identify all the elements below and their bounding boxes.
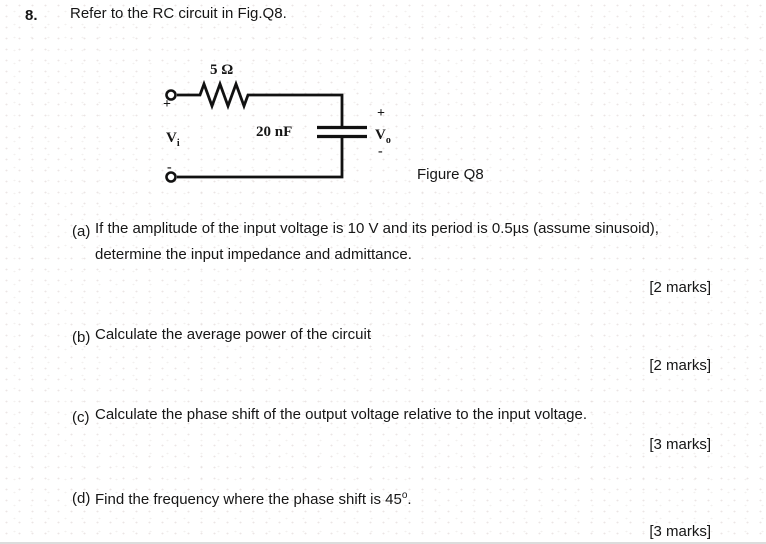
question-number: 8. xyxy=(25,7,38,24)
part-a-line-2: determine the input impedance and admitt… xyxy=(95,246,412,263)
part-d-text-main: Find the frequency where the phase shift… xyxy=(95,491,402,508)
part-d-label: (d) xyxy=(72,490,91,507)
part-a-label: (a) xyxy=(72,223,91,240)
part-d-text-after: . xyxy=(407,491,412,508)
part-a-line-1: If the amplitude of the input voltage is… xyxy=(95,220,659,237)
resistor-top-wire xyxy=(177,79,344,126)
vout-subscript: o xyxy=(385,135,391,146)
part-d-marks: [3 marks] xyxy=(649,523,711,540)
output-voltage-label: Vo xyxy=(375,128,391,148)
part-c-label: (c) xyxy=(72,409,90,426)
vin-base: V xyxy=(166,130,177,146)
input-terminal-bottom xyxy=(165,171,177,183)
part-d-degree-sup: o xyxy=(401,490,408,501)
input-voltage-label: Vi xyxy=(166,131,180,151)
part-c-text: Calculate the phase shift of the output … xyxy=(95,406,587,423)
input-terminal-top xyxy=(165,89,177,101)
part-b-label: (b) xyxy=(72,329,91,346)
part-b-text: Calculate the average power of the circu… xyxy=(95,326,371,343)
output-minus-sign: - xyxy=(378,144,383,159)
vin-subscript: i xyxy=(176,138,180,149)
resistor-value-label: 5 Ω xyxy=(210,62,234,78)
part-d-text: Find the frequency where the phase shift… xyxy=(95,483,412,513)
scan-bottom-edge xyxy=(0,542,766,544)
vout-base: V xyxy=(375,127,386,143)
figure-caption: Figure Q8 xyxy=(417,166,484,183)
bottom-return-wire xyxy=(177,138,344,179)
part-c-marks: [3 marks] xyxy=(649,436,711,453)
output-plus-sign: + xyxy=(377,106,385,121)
input-minus-sign: - xyxy=(167,160,172,175)
part-a-marks: [2 marks] xyxy=(649,279,711,296)
capacitor-value-label: 20 nF xyxy=(256,124,293,140)
part-a-text: If the amplitude of the input voltage is… xyxy=(95,216,659,268)
part-b-marks: [2 marks] xyxy=(649,357,711,374)
question-intro: Refer to the RC circuit in Fig.Q8. xyxy=(70,5,287,22)
input-plus-sign: + xyxy=(163,97,171,112)
